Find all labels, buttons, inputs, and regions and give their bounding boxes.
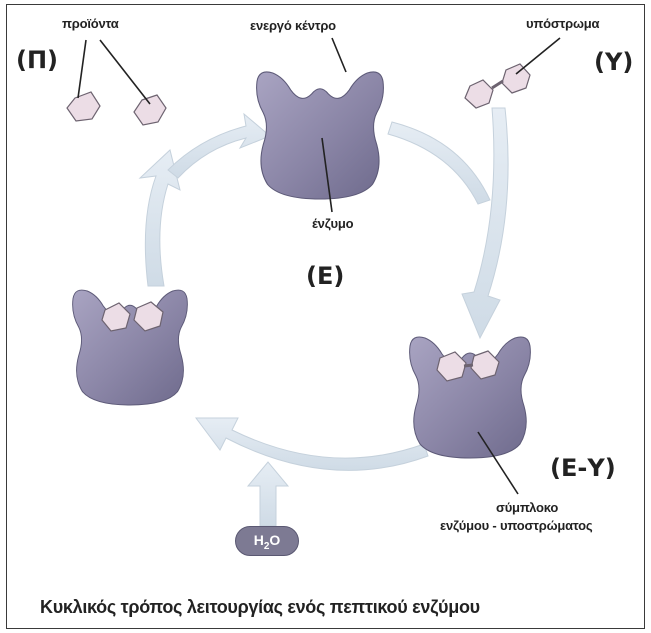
arrow-top-left [168, 114, 270, 178]
product-hexagon-2 [134, 95, 166, 125]
products-tag: (Π) [16, 46, 58, 74]
arrow-water-up [248, 462, 288, 526]
substrate-hexagon-2 [502, 64, 530, 93]
arrow-top-right [388, 122, 490, 204]
pointer-products-2 [100, 40, 150, 104]
figure-caption: Κυκλικός τρόπος λειτουργίας ενός πεπτικο… [40, 597, 480, 618]
enzyme-label: ένζυμο [312, 216, 353, 231]
arrow-substrate-down [462, 108, 508, 338]
enzyme-right [410, 337, 531, 458]
complex-label-line2: ενζύμου - υποστρώματος [440, 518, 592, 533]
water-molecule-badge: H2O [235, 526, 299, 556]
enzyme-left [73, 290, 188, 405]
arrow-bottom [196, 418, 428, 470]
complex-tag: (Ε-Υ) [550, 454, 616, 482]
substrate-hexagon-1 [465, 80, 493, 108]
enzyme-tag: (Ε) [306, 262, 344, 290]
active-site-label: ενεργό κέντρο [250, 18, 336, 33]
pointer-products-1 [78, 40, 86, 98]
complex-label-line1: σύμπλοκο [496, 500, 558, 515]
enzyme-top [257, 72, 384, 199]
products-label: προϊόντα [62, 16, 119, 31]
pointer-substrate [516, 38, 560, 74]
substrate-tag: (Υ) [594, 48, 633, 76]
product-hexagon-1 [67, 92, 100, 121]
substrate-label: υπόστρωμα [526, 16, 599, 31]
pointer-active-site [332, 38, 346, 72]
